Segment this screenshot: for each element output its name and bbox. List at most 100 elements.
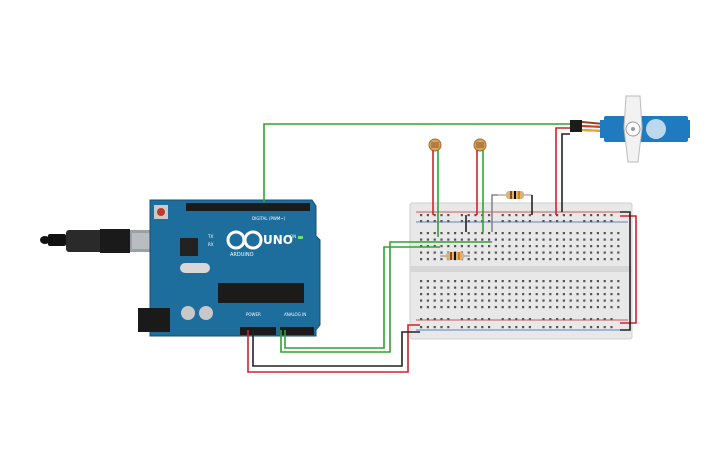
- rail-hole[interactable]: [481, 318, 484, 321]
- breadboard-hole[interactable]: [590, 238, 593, 241]
- breadboard-hole[interactable]: [535, 245, 538, 248]
- breadboard-hole[interactable]: [501, 258, 504, 261]
- rail-hole[interactable]: [549, 220, 552, 223]
- rail-hole[interactable]: [508, 326, 511, 329]
- breadboard-hole[interactable]: [447, 306, 450, 309]
- breadboard-hole[interactable]: [433, 286, 436, 289]
- rail-hole[interactable]: [549, 214, 552, 217]
- breadboard-hole[interactable]: [460, 306, 463, 309]
- breadboard-hole[interactable]: [590, 258, 593, 261]
- breadboard-hole[interactable]: [467, 306, 470, 309]
- breadboard-hole[interactable]: [460, 245, 463, 248]
- breadboard-hole[interactable]: [590, 286, 593, 289]
- breadboard-hole[interactable]: [542, 286, 545, 289]
- breadboard-hole[interactable]: [549, 245, 552, 248]
- breadboard-hole[interactable]: [501, 299, 504, 302]
- breadboard-hole[interactable]: [474, 286, 477, 289]
- breadboard-hole[interactable]: [590, 245, 593, 248]
- breadboard-hole[interactable]: [440, 299, 443, 302]
- breadboard-hole[interactable]: [569, 258, 572, 261]
- breadboard-hole[interactable]: [590, 293, 593, 296]
- breadboard-hole[interactable]: [535, 286, 538, 289]
- breadboard-hole[interactable]: [522, 286, 525, 289]
- digital-header[interactable]: [186, 203, 310, 211]
- breadboard-hole[interactable]: [569, 251, 572, 254]
- breadboard-hole[interactable]: [590, 306, 593, 309]
- breadboard-hole[interactable]: [556, 280, 559, 283]
- breadboard-hole[interactable]: [617, 238, 620, 241]
- rail-hole[interactable]: [488, 326, 491, 329]
- rail-hole[interactable]: [426, 214, 429, 217]
- rail-hole[interactable]: [610, 326, 613, 329]
- rail-hole[interactable]: [583, 220, 586, 223]
- breadboard-hole[interactable]: [467, 251, 470, 254]
- breadboard-hole[interactable]: [522, 280, 525, 283]
- breadboard-hole[interactable]: [454, 299, 457, 302]
- rail-hole[interactable]: [426, 326, 429, 329]
- rail-hole[interactable]: [488, 220, 491, 223]
- breadboard-hole[interactable]: [617, 232, 620, 235]
- breadboard-hole[interactable]: [433, 238, 436, 241]
- breadboard-hole[interactable]: [569, 293, 572, 296]
- breadboard-hole[interactable]: [576, 306, 579, 309]
- breadboard-hole[interactable]: [617, 293, 620, 296]
- rail-hole[interactable]: [474, 326, 477, 329]
- breadboard-hole[interactable]: [420, 293, 423, 296]
- breadboard-hole[interactable]: [454, 306, 457, 309]
- breadboard-hole[interactable]: [535, 306, 538, 309]
- rail-hole[interactable]: [467, 326, 470, 329]
- breadboard-hole[interactable]: [610, 306, 613, 309]
- rail-hole[interactable]: [515, 214, 518, 217]
- breadboard-hole[interactable]: [501, 293, 504, 296]
- breadboard-hole[interactable]: [474, 251, 477, 254]
- breadboard-hole[interactable]: [556, 258, 559, 261]
- breadboard-hole[interactable]: [576, 245, 579, 248]
- rail-bridge-black[interactable]: [620, 211, 631, 331]
- breadboard-hole[interactable]: [426, 306, 429, 309]
- breadboard-hole[interactable]: [556, 238, 559, 241]
- breadboard-hole[interactable]: [494, 306, 497, 309]
- breadboard-hole[interactable]: [562, 299, 565, 302]
- breadboard-hole[interactable]: [542, 306, 545, 309]
- wire-servo-signal[interactable]: [263, 123, 570, 202]
- breadboard-hole[interactable]: [542, 299, 545, 302]
- rail-hole[interactable]: [440, 326, 443, 329]
- breadboard-hole[interactable]: [420, 232, 423, 235]
- breadboard-hole[interactable]: [603, 258, 606, 261]
- breadboard-hole[interactable]: [426, 232, 429, 235]
- breadboard-hole[interactable]: [501, 245, 504, 248]
- breadboard-hole[interactable]: [590, 299, 593, 302]
- breadboard-hole[interactable]: [467, 245, 470, 248]
- breadboard-hole[interactable]: [426, 293, 429, 296]
- breadboard-hole[interactable]: [528, 293, 531, 296]
- breadboard-hole[interactable]: [433, 258, 436, 261]
- breadboard-hole[interactable]: [542, 232, 545, 235]
- rail-hole[interactable]: [433, 326, 436, 329]
- breadboard-hole[interactable]: [569, 280, 572, 283]
- breadboard-hole[interactable]: [515, 245, 518, 248]
- breadboard-hole[interactable]: [420, 286, 423, 289]
- breadboard-hole[interactable]: [583, 286, 586, 289]
- breadboard-hole[interactable]: [488, 280, 491, 283]
- breadboard-hole[interactable]: [460, 232, 463, 235]
- breadboard-hole[interactable]: [576, 238, 579, 241]
- breadboard-hole[interactable]: [447, 293, 450, 296]
- breadboard-hole[interactable]: [440, 245, 443, 248]
- rail-hole[interactable]: [590, 326, 593, 329]
- breadboard-hole[interactable]: [481, 245, 484, 248]
- breadboard-hole[interactable]: [426, 280, 429, 283]
- breadboard-hole[interactable]: [420, 251, 423, 254]
- breadboard-hole[interactable]: [583, 238, 586, 241]
- breadboard-hole[interactable]: [488, 245, 491, 248]
- breadboard-hole[interactable]: [535, 238, 538, 241]
- rail-hole[interactable]: [488, 318, 491, 321]
- breadboard-hole[interactable]: [440, 232, 443, 235]
- breadboard-hole[interactable]: [603, 299, 606, 302]
- breadboard-hole[interactable]: [528, 245, 531, 248]
- rail-hole[interactable]: [562, 220, 565, 223]
- breadboard-hole[interactable]: [501, 286, 504, 289]
- breadboard-hole[interactable]: [447, 280, 450, 283]
- breadboard-hole[interactable]: [488, 286, 491, 289]
- ldr-sensor-2[interactable]: [473, 138, 487, 152]
- breadboard-hole[interactable]: [583, 306, 586, 309]
